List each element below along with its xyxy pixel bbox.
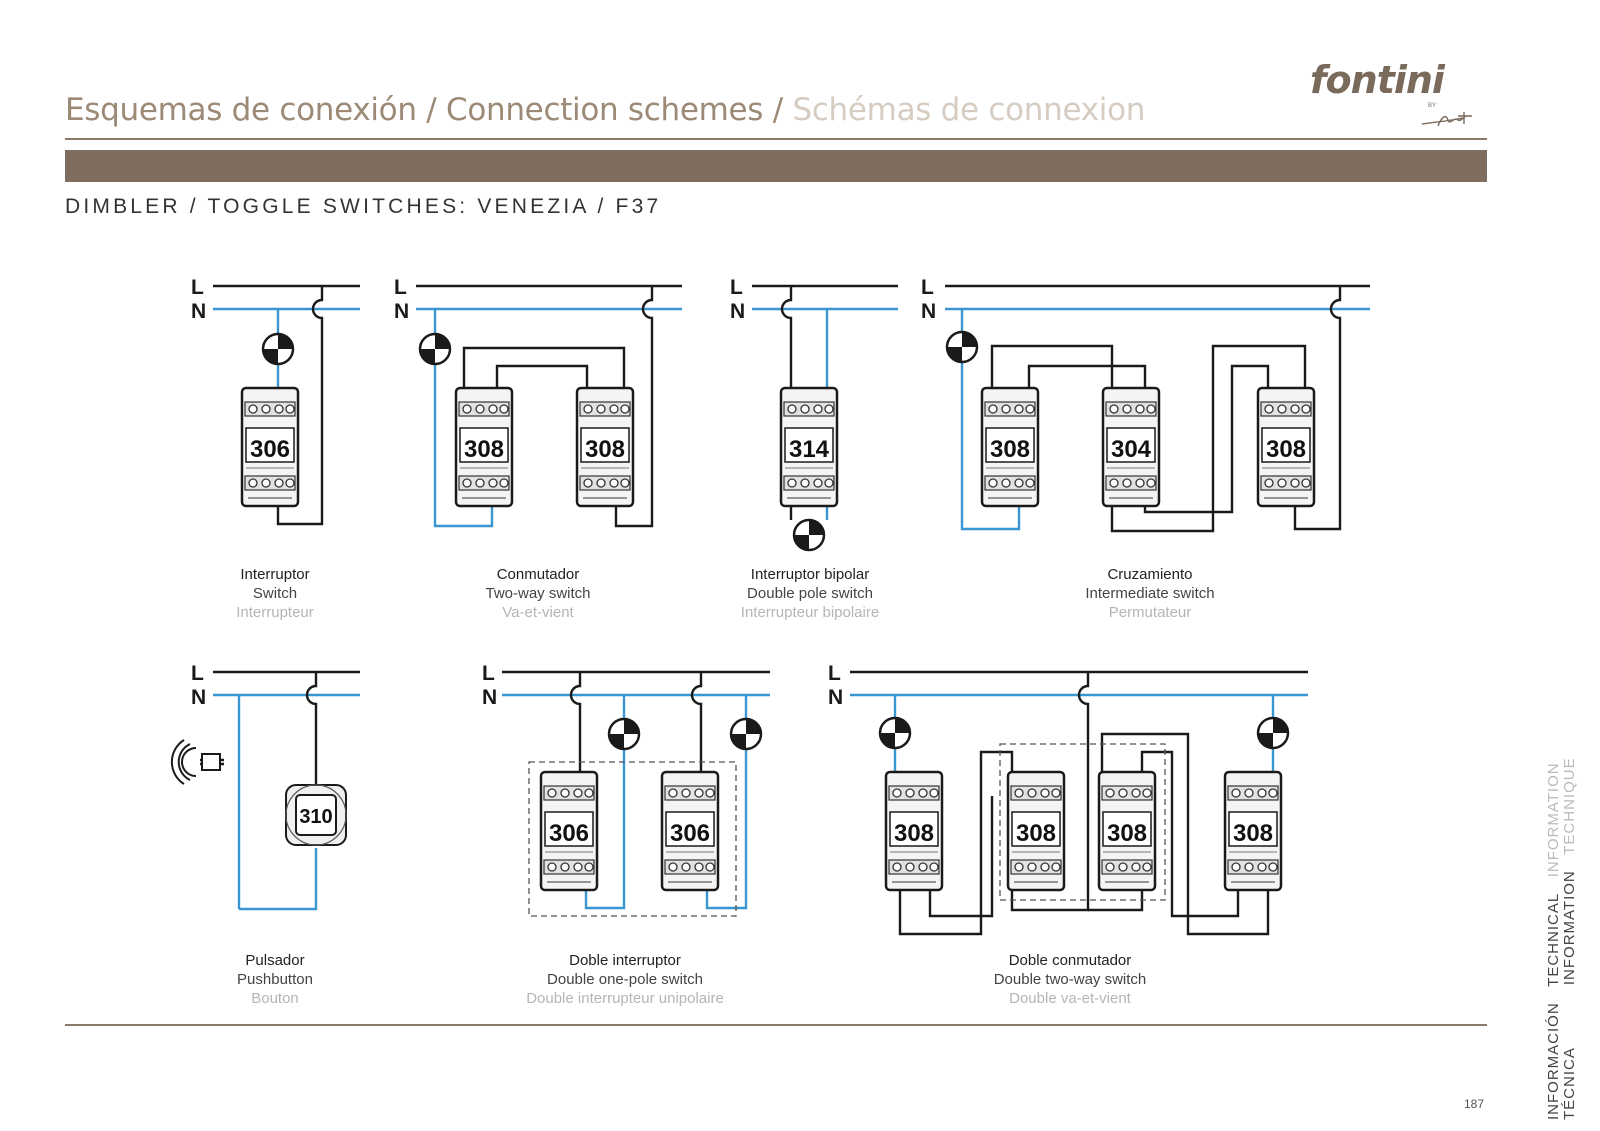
module-number: 308 (1107, 820, 1147, 847)
scheme-two-way (416, 284, 682, 528)
line-label: L (191, 276, 204, 299)
module-number: 308 (1233, 820, 1273, 847)
caption-two-way: Conmutador Two-way switch Va-et-vient (485, 566, 591, 621)
neutral-label: N (730, 300, 745, 323)
header-rule (65, 138, 1487, 140)
caption-pushbutton: Pulsador Pushbutton Bouton (237, 952, 313, 1007)
sidebar-technical-info: INFORMACIÓN TECHNICAL INFORMATION TÉCNIC… (1545, 757, 1578, 1120)
neutral-label: N (828, 686, 843, 709)
module-number: 308 (1016, 820, 1056, 847)
page-title: Esquemas de conexión / Connection scheme… (65, 92, 1145, 128)
caption-double-pole: Interruptor bipolar Double pole switch I… (740, 566, 880, 621)
line-label: L (921, 276, 934, 299)
neutral-label: N (191, 686, 206, 709)
line-label: L (482, 662, 495, 685)
caption-double-one-pole: Doble interruptor Double one-pole switch… (526, 952, 724, 1007)
title-fr: Schémas de connexion (792, 92, 1146, 128)
module-number: 306 (250, 436, 290, 463)
neutral-label: N (191, 300, 206, 323)
caption-intermediate: Cruzamiento Intermediate switch Permutat… (1085, 566, 1215, 621)
module-number: 308 (1266, 436, 1306, 463)
module-number: 306 (549, 820, 589, 847)
brand-logo: fontini (1310, 58, 1445, 102)
scheme-switch (213, 284, 360, 526)
module-number: 308 (464, 436, 504, 463)
module-number: 308 (894, 820, 934, 847)
caption-double-two-way: Doble conmutador Double two-way switch D… (993, 952, 1147, 1007)
brand-by: BY (1428, 103, 1437, 109)
title-es: Esquemas de conexión (65, 92, 417, 128)
module-number: 308 (585, 436, 625, 463)
module-number: 314 (789, 436, 830, 463)
line-label: L (828, 662, 841, 685)
neutral-label: N (921, 300, 936, 323)
neutral-label: N (394, 300, 409, 323)
header-band (65, 150, 1487, 182)
scheme-pushbutton (170, 670, 360, 911)
line-label: L (394, 276, 407, 299)
scheme-intermediate (945, 284, 1370, 533)
caption-switch: Interruptor Switch Interrupteur (236, 566, 314, 621)
footer-rule (65, 1024, 1487, 1026)
section-subtitle: DIMBLER / TOGGLE SWITCHES: VENEZIA / F37 (65, 195, 662, 218)
page-number: 187 (1464, 1097, 1485, 1111)
module-number: 310 (299, 806, 332, 828)
scheme-double-two-way (850, 670, 1308, 936)
line-label: L (730, 276, 743, 299)
title-separator: / (763, 92, 793, 128)
module-number: 306 (670, 820, 710, 847)
scheme-double-one-pole (502, 670, 770, 917)
neutral-label: N (482, 686, 497, 709)
title-separator: / (416, 92, 446, 128)
signature-logo (1421, 112, 1472, 127)
scheme-double-pole (752, 284, 898, 552)
module-number: 308 (990, 436, 1030, 463)
module-number: 304 (1111, 436, 1152, 463)
title-en: Connection schemes (445, 92, 764, 128)
line-label: L (191, 662, 204, 685)
